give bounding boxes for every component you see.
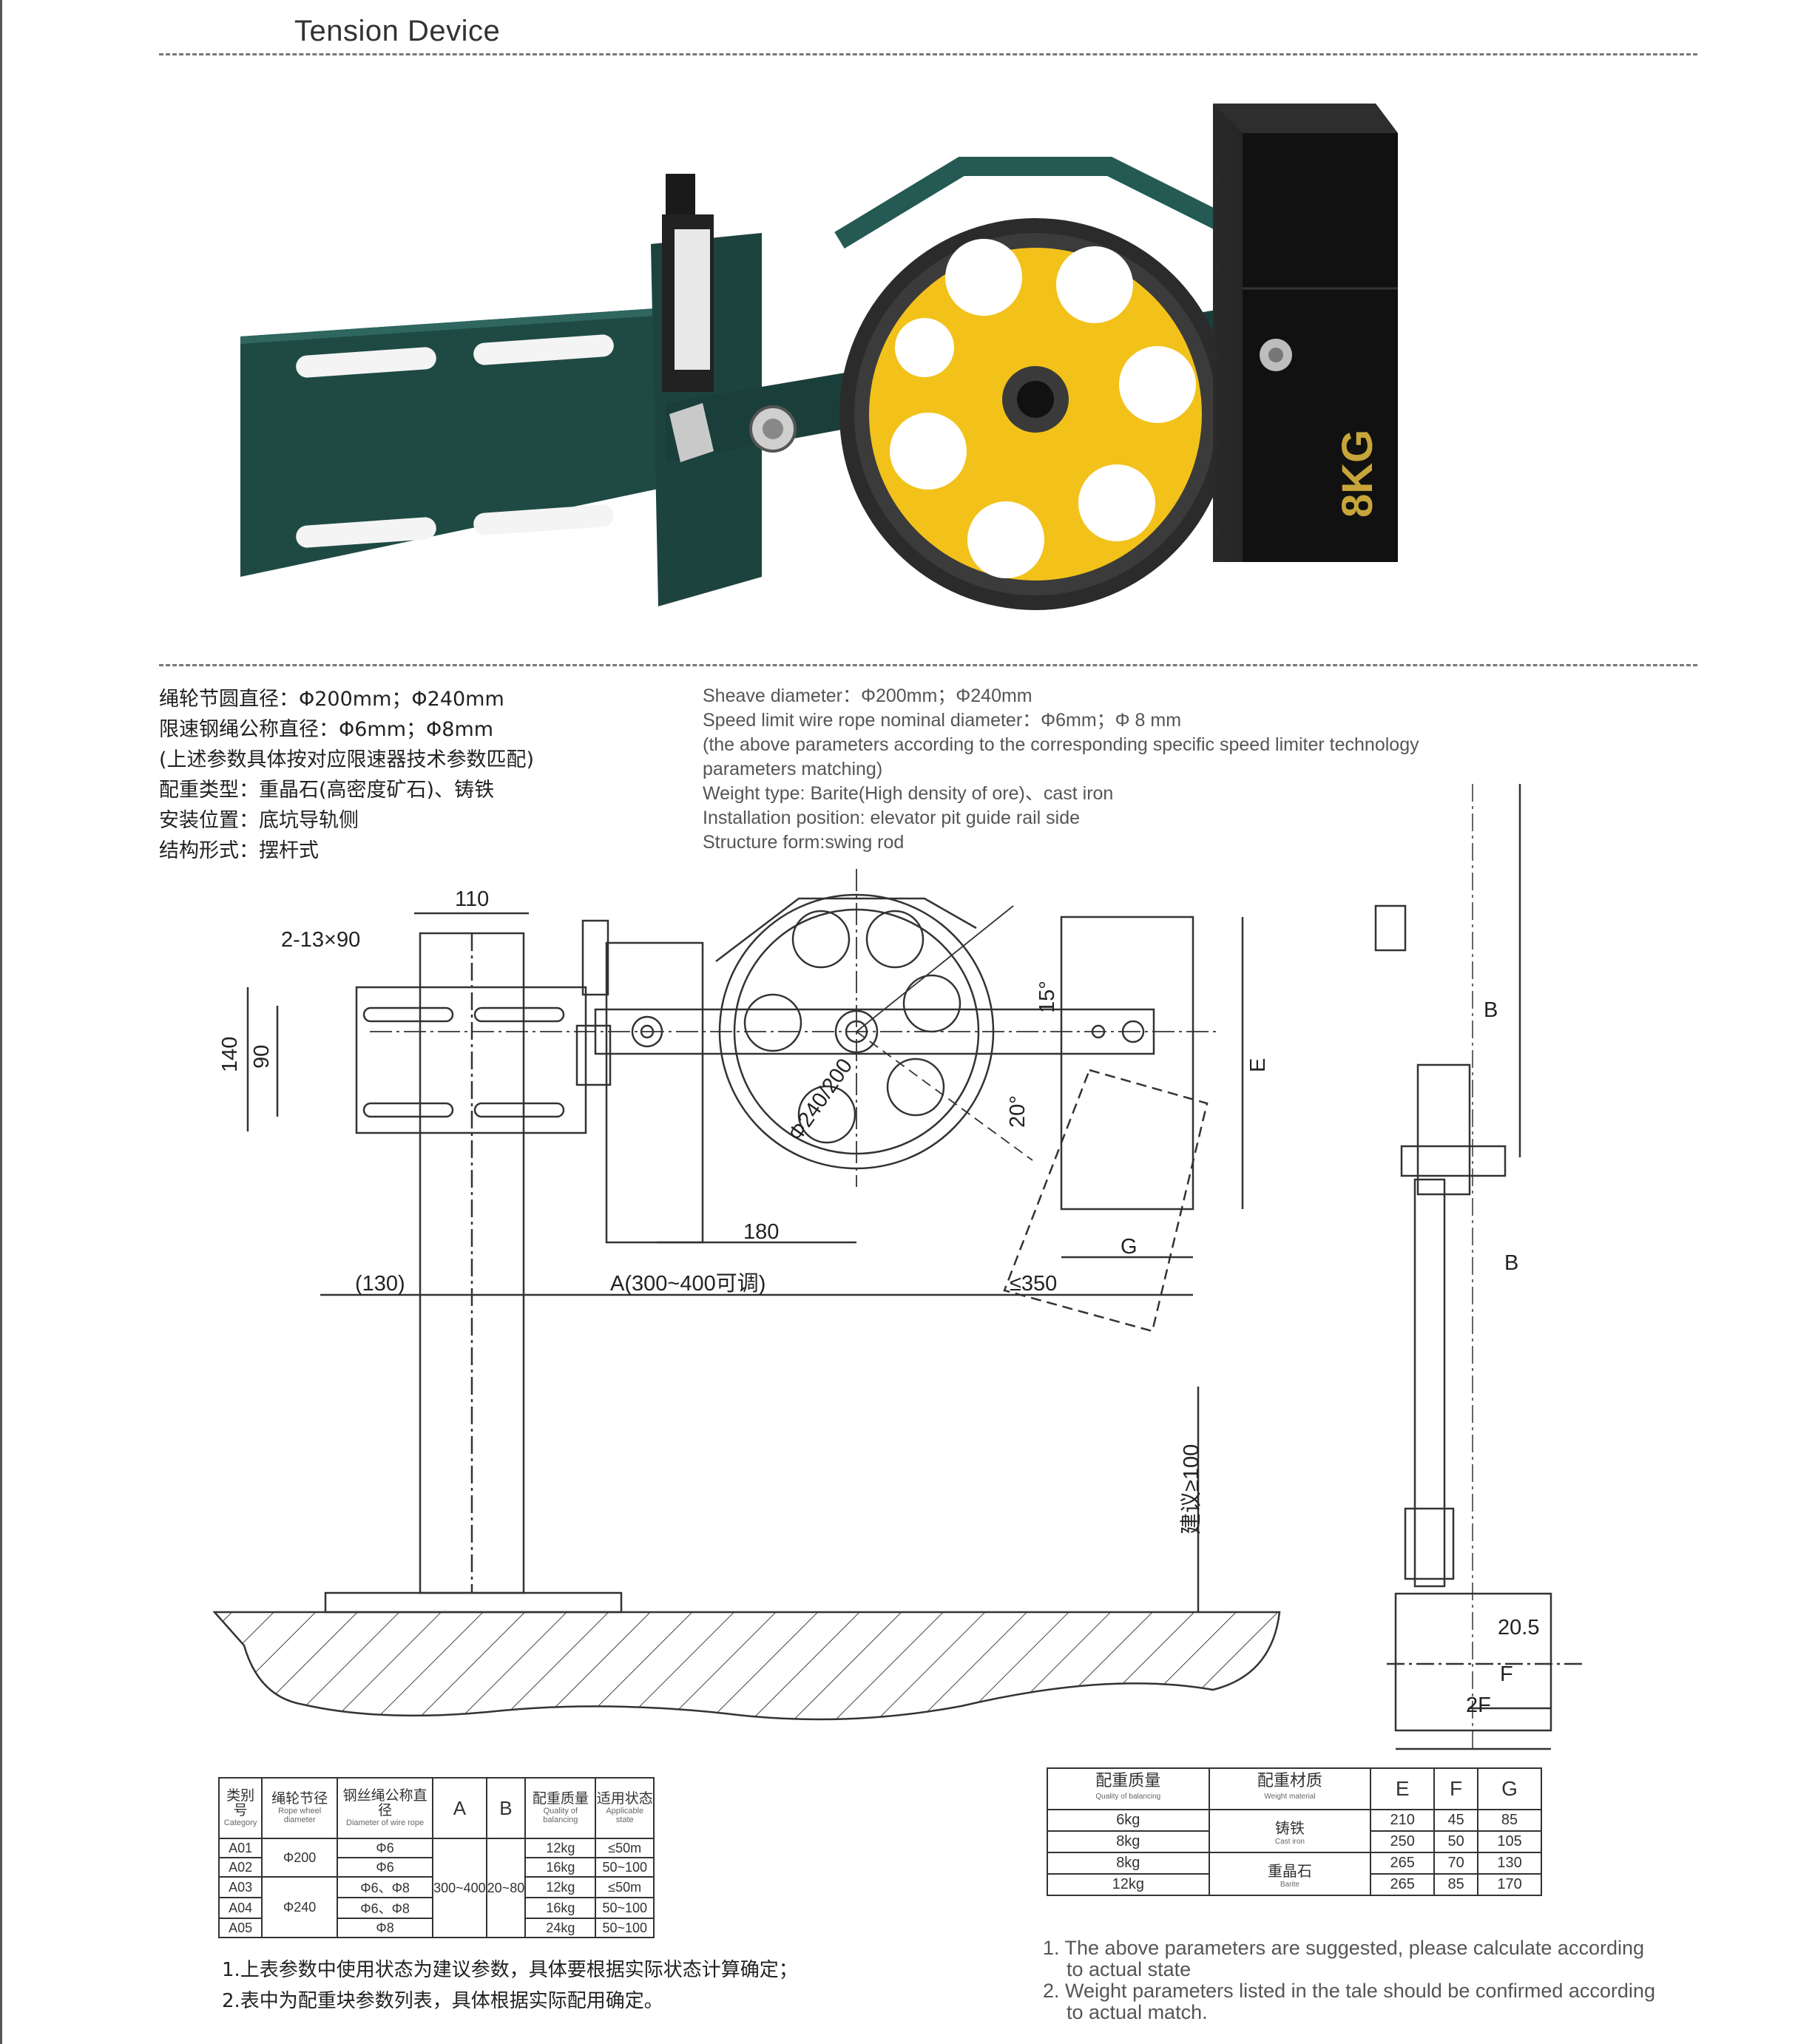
spec-en-line: Sheave diameter：Φ200mm；Φ240mm <box>703 686 1032 706</box>
dim-140: 140 <box>218 1037 242 1072</box>
side-view <box>1374 784 1583 1750</box>
spec-en-line: Installation position: elevator pit guid… <box>703 808 1081 828</box>
side-F: F <box>1500 1662 1513 1686</box>
dim-130: (130) <box>355 1272 405 1296</box>
side-B-top: B <box>1484 998 1498 1022</box>
spec-cn-line: 结构形式：摆杆式 <box>159 839 319 862</box>
limit-switch <box>662 174 714 392</box>
drawing-counterweight <box>1060 916 1194 1211</box>
wheel-guard <box>834 157 1225 249</box>
notes-english: 1. The above parameters are suggested, p… <box>1043 1938 1708 2023</box>
pit-floor <box>212 1611 1281 1721</box>
spec-en-line: Speed limit wire rope nominal diameter：Φ… <box>703 710 1182 731</box>
table-row: A04 Φ6、Φ8 16kg 50~100 <box>217 1897 655 1919</box>
note-cn-line: 1.上表参数中使用状态为建议参数，具体要根据实际状态计算确定； <box>222 1959 798 1981</box>
left-plate <box>355 986 587 1134</box>
table-row: 8kg 250 50 105 <box>1047 1830 1542 1853</box>
dim-110: 110 <box>455 887 489 911</box>
dim-E: E <box>1246 1058 1270 1072</box>
spec-cn-line: 安装位置：底坑导轨侧 <box>159 809 359 832</box>
dim-A: A(300~400可调) <box>610 1272 765 1296</box>
table-row: A01 Φ200 Φ6 300~400 20~80 12kg ≤50m <box>217 1838 655 1938</box>
divider-top <box>159 53 1697 55</box>
mounting-plate <box>240 303 732 577</box>
spec-cn-line: 限速钢绳公称直径：Φ6mm；Φ8mm <box>159 718 494 741</box>
dim-20deg: 20° <box>1006 1095 1030 1128</box>
dim-100: 建议≥100 <box>1179 1444 1203 1534</box>
drawing-arm <box>594 1008 1155 1055</box>
page-title: Tension Device <box>294 15 501 47</box>
note-en-line: to actual state <box>1067 1958 1192 1980</box>
counterweight-block <box>1213 104 1398 562</box>
dim-90: 90 <box>250 1045 274 1069</box>
table-row: A05 Φ8 24kg 50~100 <box>217 1918 655 1938</box>
weight-label: 8KG <box>1334 430 1382 518</box>
specs-english: Sheave diameter：Φ200mm；Φ240mm Speed limi… <box>703 684 1516 855</box>
notes-chinese: 1.上表参数中使用状态为建议参数，具体要根据实际状态计算确定； 2.表中为配重块… <box>222 1955 798 2017</box>
product-photo: 8KG <box>240 104 1398 610</box>
note-en-line: to actual match. <box>1067 2001 1208 2023</box>
side-20-5: 20.5 <box>1498 1616 1539 1639</box>
table-row: A03 Φ240 Φ6、Φ8 12kg ≤50m <box>217 1876 655 1938</box>
spec-cn-line: 配重类型：重晶石(高密度矿石)、铸铁 <box>159 779 495 802</box>
technical-drawing: 110 2-13×90 140 90 15° 20° Φ240/200 E 18… <box>212 784 1583 1750</box>
note-cn-line: 2.表中为配重块参数列表，具体根据实际配用确定。 <box>222 1990 663 2012</box>
dim-180: 180 <box>743 1220 779 1244</box>
dim-slot: 2-13×90 <box>281 928 360 952</box>
divider-middle <box>159 664 1697 666</box>
specs-chinese: 绳轮节圆直径：Φ200mm；Φ240mm 限速钢绳公称直径：Φ6mm；Φ8mm … <box>159 684 544 866</box>
side-B-mid: B <box>1504 1251 1518 1275</box>
dim-G: G <box>1121 1235 1138 1259</box>
dim-15deg: 15° <box>1035 981 1059 1013</box>
spec-cn-line: (上述参数具体按对应限速器技术参数匹配) <box>159 748 535 771</box>
spec-en-line: (the above parameters according to the c… <box>703 734 1419 779</box>
left-border-line <box>0 0 2 2044</box>
sheave-wheel <box>839 218 1231 610</box>
dim-350: ≤350 <box>1010 1272 1057 1296</box>
note-en-line: 1. The above parameters are suggested, p… <box>1043 1937 1645 1959</box>
spec-cn-line: 绳轮节圆直径：Φ200mm；Φ240mm <box>159 688 504 711</box>
side-2F: 2F <box>1466 1693 1491 1717</box>
dim-diameter: Φ240/200 <box>784 1055 858 1145</box>
note-en-line: 2. Weight parameters listed in the tale … <box>1043 1980 1655 2002</box>
table-row: 12kg 265 85 170 <box>1047 1873 1542 1896</box>
spec-en-line: Weight type: Barite(High density of ore)… <box>703 783 1114 804</box>
spec-en-line: Structure form:swing rod <box>703 832 905 853</box>
table-row: A02 Φ6 16kg 50~100 <box>217 1857 655 1878</box>
